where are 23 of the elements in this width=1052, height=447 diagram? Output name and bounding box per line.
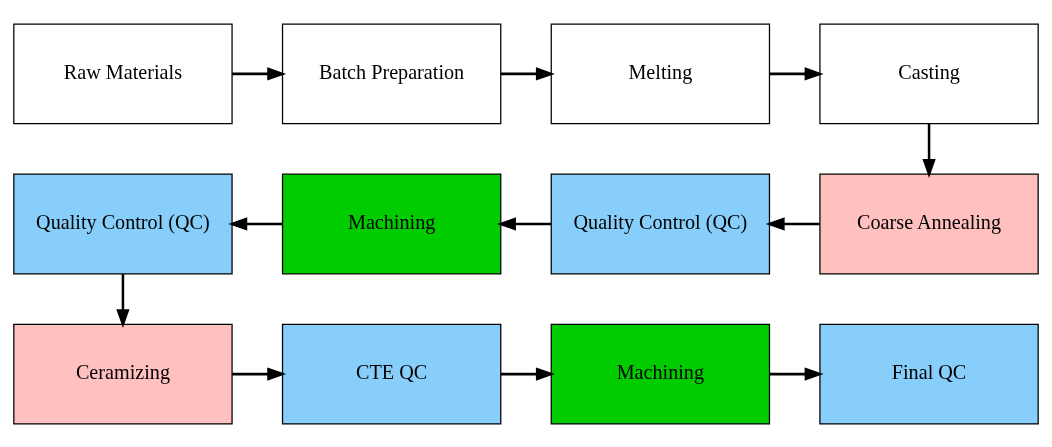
arrow	[232, 66, 287, 80]
arrow	[496, 216, 552, 231]
arrow	[116, 273, 130, 328]
node-box: Quality Control (QC)	[13, 173, 233, 274]
node-box: CTE QC	[281, 323, 502, 425]
arrow	[500, 66, 555, 80]
node-box: Machining	[550, 323, 771, 425]
node-box: Coarse Annealing	[819, 173, 1039, 274]
arrow	[922, 123, 936, 178]
node-box: Batch Preparation	[281, 22, 502, 124]
node-box: Melting	[550, 22, 771, 124]
arrow	[769, 367, 824, 381]
arrow	[232, 367, 287, 381]
arrow	[765, 216, 820, 231]
arrow	[228, 216, 283, 231]
node-box: Ceramizing	[13, 323, 233, 425]
node-box: Final QC	[819, 323, 1039, 425]
node-box: Raw Materials	[13, 22, 233, 124]
arrow	[500, 367, 555, 381]
node-box: Quality Control (QC)	[550, 173, 771, 274]
arrow	[769, 66, 824, 80]
node-box: Casting	[819, 22, 1039, 124]
node-box: Machining	[281, 173, 502, 274]
